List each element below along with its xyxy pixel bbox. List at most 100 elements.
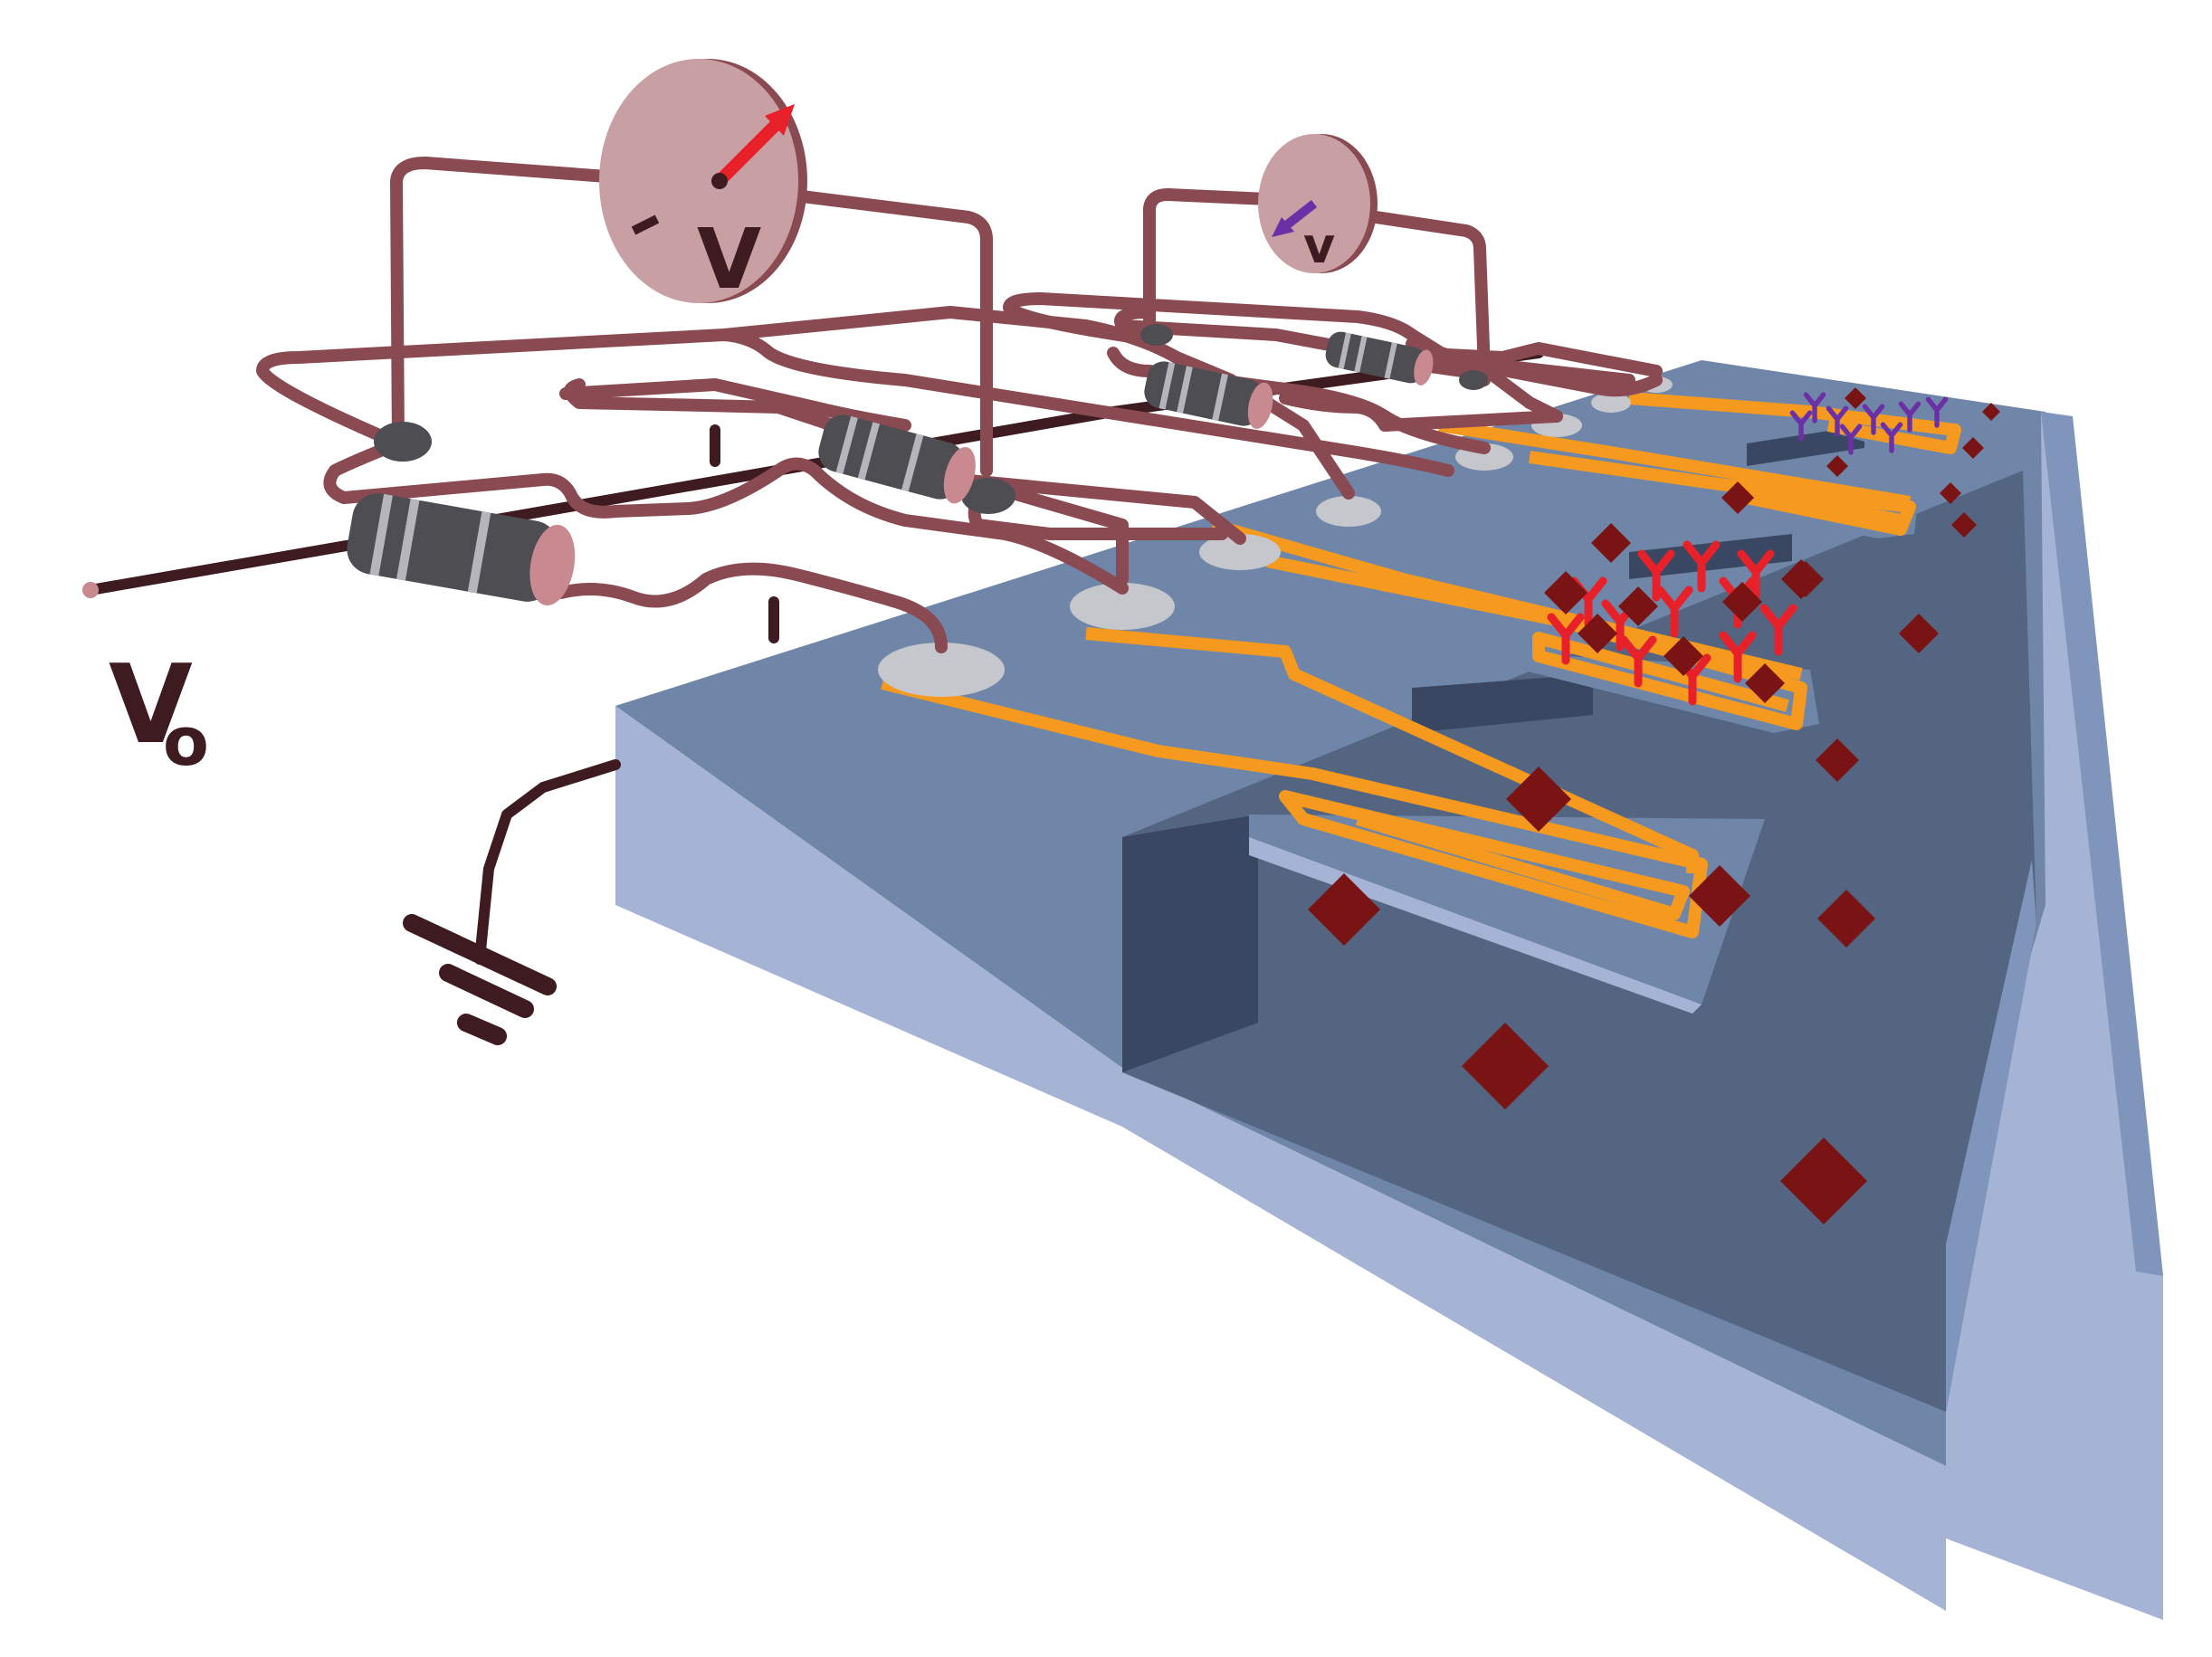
substrate-right-wall — [1946, 412, 2163, 1620]
supply-label: V o — [109, 643, 209, 781]
ground-icon — [403, 914, 557, 1045]
analyte-icon — [1982, 403, 2000, 421]
analyte-icon — [1722, 582, 1762, 622]
analyte-icon — [1816, 738, 1859, 782]
cantilever-1-trace — [881, 677, 1708, 938]
meter-wire — [1369, 211, 1491, 377]
antibody-icon — [1925, 396, 1949, 428]
cantilever-4-trace — [1628, 392, 1961, 454]
meter-large-label: V — [697, 211, 761, 308]
analyte-icon — [1826, 455, 1848, 477]
meter-wire — [781, 188, 993, 477]
junctions — [374, 324, 1488, 514]
resistor-right-2 — [1325, 331, 1434, 386]
analyte-icon — [1817, 890, 1875, 948]
analyte-molecules — [1308, 387, 2000, 1224]
analyte-icon — [1788, 561, 1824, 597]
pad-wire — [953, 473, 1246, 545]
substrate-right-wall-top — [2041, 412, 2163, 1276]
antibody-icon — [1862, 404, 1885, 435]
contact-pad — [1070, 583, 1175, 630]
antibody-icon — [1719, 631, 1757, 683]
bridge-wire — [323, 437, 911, 527]
antibody-icon — [1683, 540, 1721, 593]
bridge-wire — [1003, 292, 1491, 386]
supply-voltage-subscript: o — [163, 703, 209, 781]
antibodies-purple — [1789, 392, 1949, 455]
resistor-right-1 — [1144, 361, 1273, 429]
antibody-icon — [1737, 549, 1775, 602]
contact-pad — [1316, 496, 1381, 527]
bridge-wire — [256, 329, 1454, 477]
circuit-wires — [85, 157, 1663, 965]
voltmeter-large: V — [599, 59, 807, 308]
antibody-icon — [1655, 586, 1693, 638]
analyte-icon — [1745, 663, 1785, 703]
analyte-icon — [1962, 437, 1984, 459]
wire-junction — [961, 478, 1015, 514]
resistor-mid — [818, 414, 976, 504]
resistor-wire — [555, 562, 948, 653]
wire-junction — [374, 422, 432, 462]
analyte-icon — [1899, 614, 1939, 653]
analyte-icon — [1780, 1138, 1867, 1224]
bridge-wire — [1406, 342, 1663, 377]
resistor-large — [347, 493, 576, 605]
wire-junction — [1459, 370, 1488, 390]
cavity-left-wall — [1122, 814, 1258, 1072]
analyte-icon — [1721, 481, 1754, 514]
cavity-right-step — [1946, 860, 2036, 1412]
analyte-icon — [1544, 571, 1587, 614]
analyte-icon — [1578, 614, 1617, 653]
analyte-icon — [1618, 586, 1658, 626]
voltmeter-icon: v — [1258, 134, 1378, 274]
analyte-icon — [1506, 767, 1571, 832]
meter-wire — [1143, 188, 1273, 346]
cavity-far-wall-3 — [1747, 425, 1864, 466]
antibody-icon — [1547, 613, 1585, 665]
wire-junction — [1140, 324, 1173, 346]
bridge-wire — [1279, 392, 1563, 432]
analyte-icon — [1689, 865, 1750, 927]
antibody-icon — [1803, 392, 1826, 424]
antibody-icon — [1880, 422, 1903, 453]
meter-wire — [390, 157, 613, 450]
contact-pad — [1199, 534, 1281, 570]
resistor-icon — [1325, 331, 1434, 386]
antibody-icon — [1619, 635, 1657, 688]
resistor-icon — [818, 414, 976, 504]
antibody-icon — [1826, 405, 1849, 437]
analyte-icon — [1951, 512, 1977, 538]
contact-pad — [1591, 393, 1631, 413]
analyte-icon — [1940, 482, 1961, 504]
meter-small-label: v — [1303, 217, 1335, 274]
resistor-icon — [1144, 361, 1273, 429]
bridge-wire — [1114, 306, 1635, 386]
substrate-bottom-band — [1122, 1068, 1946, 1611]
voltmeter-small: v — [1258, 134, 1378, 274]
resistor-icon — [347, 493, 576, 605]
bridge-wire — [559, 378, 911, 432]
ground-wire — [474, 759, 621, 965]
antibody-icon — [1789, 410, 1813, 442]
cantilever-1-trace-b — [1085, 627, 1699, 873]
needle-large — [715, 118, 783, 186]
analyte-icon — [1308, 873, 1380, 946]
cantilever-2-trace-b — [1211, 519, 1803, 681]
supply-wire — [85, 348, 1544, 595]
antibody-icon — [1898, 401, 1921, 433]
antibody-icon — [1637, 549, 1675, 602]
bridge-wire — [1406, 338, 1663, 397]
voltmeter-icon: V — [599, 59, 807, 308]
analyte-icon — [1591, 523, 1631, 563]
cantilever-icon — [1249, 814, 1765, 1005]
cantilever-1-edge — [1249, 837, 1702, 1014]
supply-terminal — [82, 582, 99, 598]
cavity-far-wall — [1412, 674, 1593, 733]
bridge-wire — [1424, 360, 1563, 423]
analyte-icon — [1462, 1023, 1549, 1109]
supply-voltage-label: V — [109, 643, 193, 768]
pad-wire — [899, 514, 1129, 595]
contact-pad — [878, 643, 1005, 697]
